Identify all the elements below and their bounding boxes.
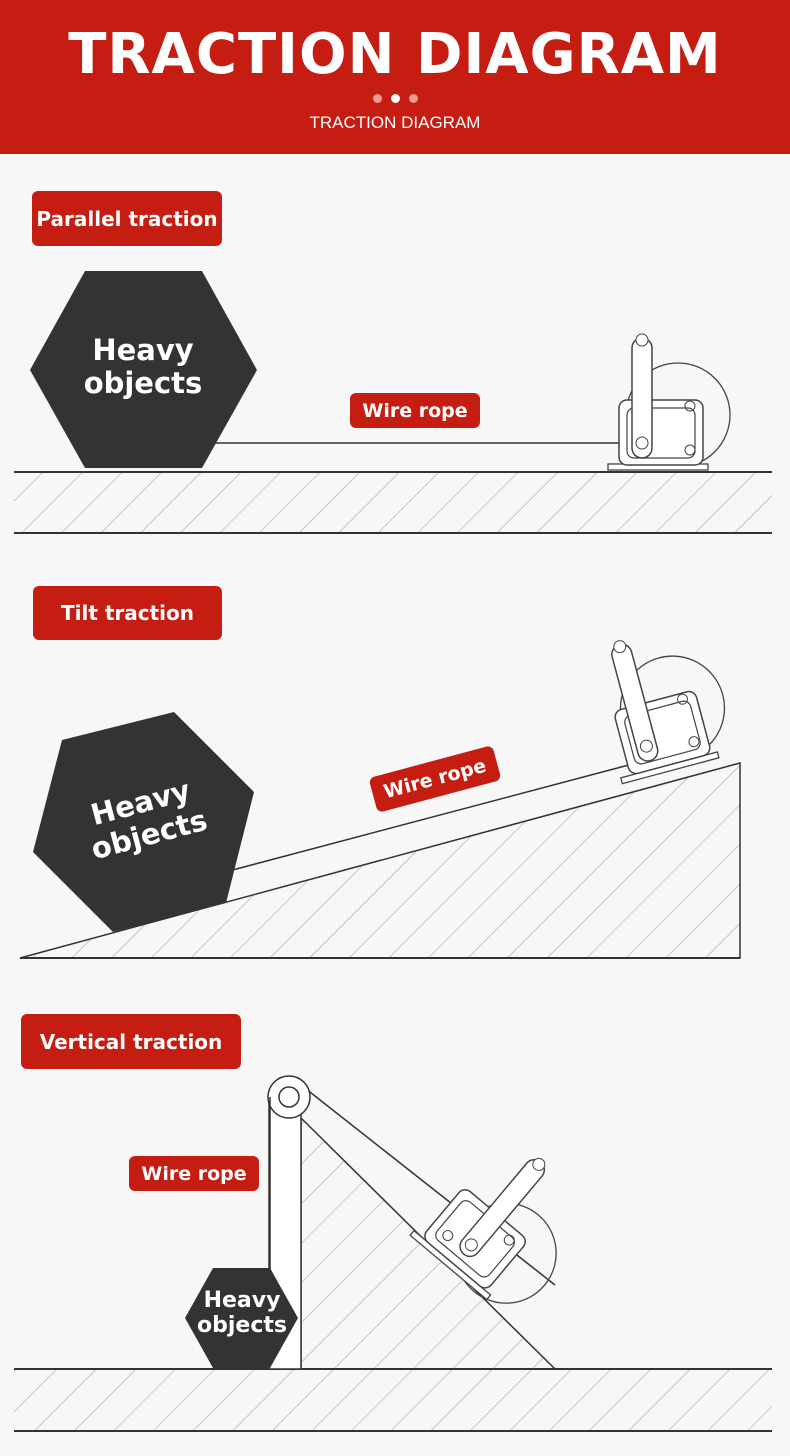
section-label-tilt: Tilt traction <box>33 586 222 640</box>
object-label-line-2: objects <box>197 1313 287 1339</box>
winch-icon <box>409 1157 557 1304</box>
wire-rope <box>224 761 641 873</box>
header-dots <box>0 94 790 103</box>
object-label-line-1: Heavy <box>92 333 194 367</box>
heavy-object-hexagon <box>30 271 257 468</box>
heavy-objects-label: Heavy objects <box>190 1288 294 1339</box>
wire-rope-label: Wire rope <box>350 393 480 428</box>
heavy-objects-label: Heavy objects <box>60 333 226 401</box>
parallel-scene <box>14 271 772 534</box>
winch-icon <box>611 640 726 785</box>
page-title: TRACTION DIAGRAM <box>68 22 722 87</box>
dot <box>408 94 418 103</box>
object-label-line-1: Heavy <box>203 1288 281 1313</box>
dot <box>390 94 400 103</box>
wire-rope-label: Wire rope <box>129 1156 259 1191</box>
section-label-vertical: Vertical traction <box>21 1014 241 1069</box>
object-label-line-2: objects <box>83 366 203 401</box>
section-label-parallel: Parallel traction <box>32 191 222 246</box>
heavy-object-hexagon <box>185 1268 298 1368</box>
tilt-scene <box>19 640 741 959</box>
dot <box>372 94 382 103</box>
vertical-scene <box>14 1075 772 1432</box>
winch-icon <box>607 333 731 471</box>
ground-hatch <box>14 1370 772 1430</box>
page-subtitle: TRACTION DIAGRAM <box>309 113 481 132</box>
header-banner: TRACTION DIAGRAM TRACTION DIAGRAM <box>0 0 790 154</box>
heavy-object-hexagon <box>33 712 254 932</box>
ground-hatch <box>14 472 772 532</box>
